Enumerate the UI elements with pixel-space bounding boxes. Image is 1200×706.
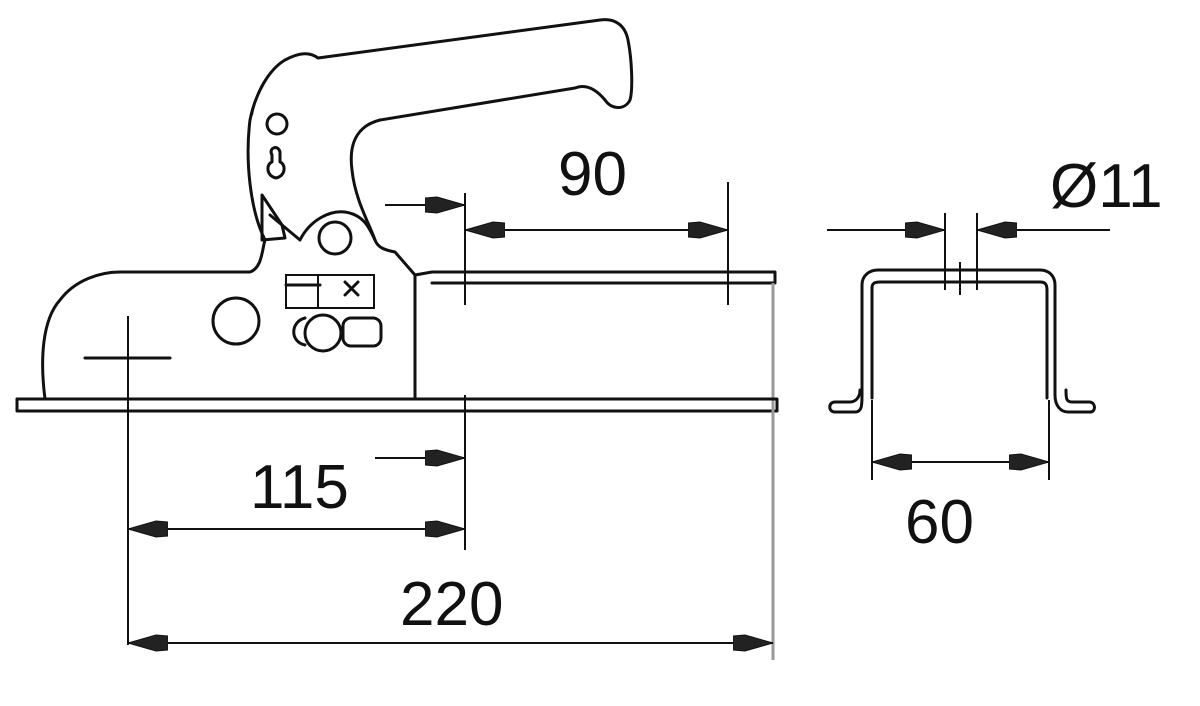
dimension-220: 220: [128, 570, 773, 643]
coupling-side-view: [15, 18, 779, 660]
safety-latch: [260, 193, 287, 242]
dim-label-90: 90: [558, 140, 627, 209]
u-profile-outer: [833, 268, 1096, 414]
dimension-115: 115: [128, 395, 466, 550]
dimension-d11: Ø11: [827, 152, 1163, 290]
pivot-hole-top: [265, 112, 289, 136]
ball-socket-housing: [41, 238, 267, 401]
drawbar-cross-section: [828, 262, 1096, 414]
wear-indicator: [284, 274, 383, 353]
base-plate: [15, 397, 779, 413]
dimension-90: 90: [385, 140, 729, 305]
dim-label-d11: Ø11: [1050, 152, 1163, 221]
dim-label-115: 115: [250, 453, 349, 522]
dim-label-220: 220: [400, 570, 503, 639]
drawbar-sleeve: [413, 270, 777, 285]
u-profile-inner: [870, 280, 1049, 400]
mounting-hole: [211, 296, 261, 346]
dimension-60: 60: [871, 400, 1050, 557]
pivot-pin: [317, 220, 353, 256]
keyhole-slot: [266, 146, 286, 180]
dim-label-60: 60: [905, 488, 974, 557]
locking-handle: [246, 18, 634, 401]
